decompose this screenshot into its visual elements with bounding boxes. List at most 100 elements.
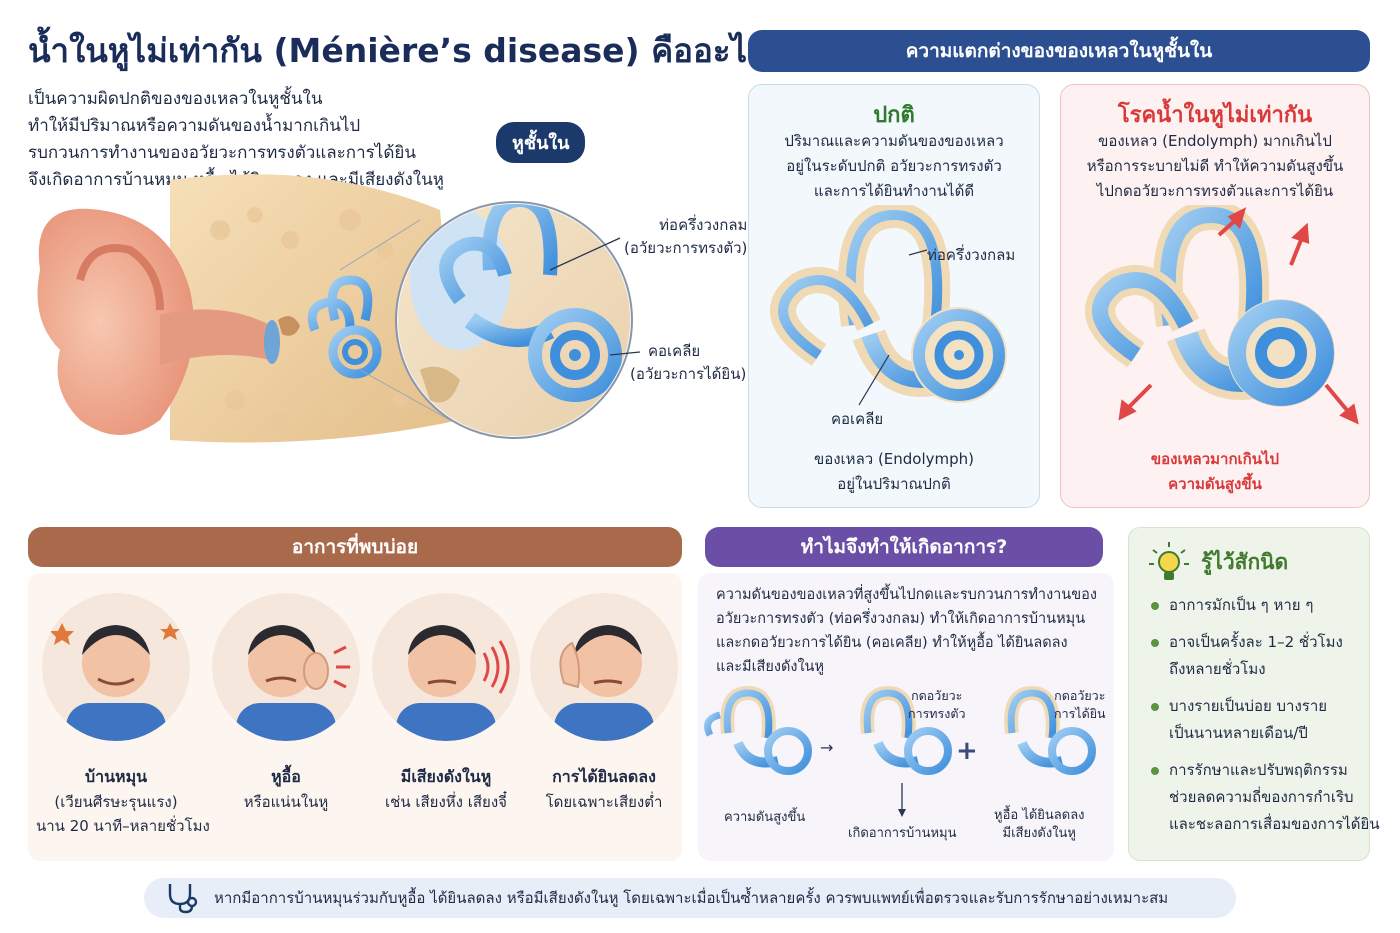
normal-description: ปริมาณและความดันของของเหลว อยู่ในระดับปก… bbox=[749, 129, 1039, 204]
symptom-detail: (เวียนศีรษะรุนแรง) bbox=[54, 793, 178, 811]
press-balance-line: การทรงตัว bbox=[908, 706, 966, 721]
disease-desc-line: ของเหลว (Endolymph) มากเกินไป bbox=[1098, 132, 1332, 150]
press-balance-label: กดอวัยวะ การทรงตัว bbox=[908, 687, 966, 723]
semicircular-callout: ท่อครึ่งวงกลม (อวัยวะการทรงตัว) bbox=[624, 214, 748, 260]
symptom-tinnitus: มีเสียงดังในหู เช่น เสียงหึ่ง เสียงจี๋ bbox=[366, 583, 526, 814]
disease-desc-line: ไปกดอวัยวะการทรงตัวและการได้ยิน bbox=[1096, 182, 1334, 200]
cochlea-label: คอเคลีย bbox=[648, 342, 701, 360]
normal-panel: ปกติ ปริมาณและความดันของของเหลว อยู่ในระ… bbox=[748, 84, 1040, 508]
cochlea-sub-label: (อวัยวะการได้ยิน) bbox=[630, 365, 747, 383]
semicircular-sub-label: (อวัยวะการทรงตัว) bbox=[624, 239, 748, 257]
symptom-detail: เช่น เสียงหึ่ง เสียงจี๋ bbox=[385, 793, 507, 811]
normal-cochlea-label: คอเคลีย bbox=[831, 410, 884, 428]
hearing-result-line: หูอื้อ ได้ยินลดลง bbox=[994, 808, 1085, 823]
why-explanation: ความดันของของเหลวที่สูงขึ้นไปกดและรบกวนก… bbox=[716, 583, 1097, 679]
normal-desc-line: อยู่ในระดับปกติ อวัยวะการทรงตัว bbox=[786, 157, 1002, 175]
normal-desc-line: ปริมาณและความดันของของเหลว bbox=[784, 132, 1004, 150]
why-line: ความดันของของเหลวที่สูงขึ้นไปกดและรบกวนก… bbox=[716, 587, 1097, 603]
svg-text:+: + bbox=[956, 736, 978, 766]
intro-line: ทำให้มีปริมาณหรือความดันของน้ำมากเกินไป bbox=[28, 116, 361, 136]
list-item-line: การรักษาและปรับพฤติกรรม bbox=[1169, 761, 1348, 779]
disease-desc-line: หรือการระบายไม่ดี ทำให้ความดันสูงขึ้น bbox=[1086, 157, 1344, 175]
disease-description: ของเหลว (Endolymph) มากเกินไป หรือการระบ… bbox=[1061, 129, 1369, 204]
normal-bottom-line: อยู่ในปริมาณปกติ bbox=[837, 475, 951, 493]
did-you-know-panel: รู้ไว้สักนิด อาการมักเป็น ๆ หาย ๆ อาจเป็… bbox=[1128, 527, 1380, 861]
did-you-know-title: รู้ไว้สักนิด bbox=[1201, 550, 1289, 574]
disease-bottom-line: ความดันสูงขึ้น bbox=[1168, 475, 1262, 493]
list-item-line: และชะลอการเสื่อมของการได้ยิน bbox=[1169, 815, 1380, 833]
press-balance-line: กดอวัยวะ bbox=[911, 688, 963, 703]
symptom-hearing-loss: การได้ยินลดลง โดยเฉพาะเสียงต่ำ bbox=[524, 583, 684, 814]
ear-canal-shape bbox=[160, 309, 270, 365]
list-item-line: อาจเป็นครั้งละ 1–2 ชั่วโมง bbox=[1169, 633, 1343, 651]
hearing-result-line: มีเสียงดังในหู bbox=[1002, 826, 1077, 841]
symptom-vertigo: บ้านหมุน (เวียนศีรษะรุนแรง) นาน 20 นาที–… bbox=[36, 583, 210, 838]
did-you-know-list: อาการมักเป็น ๆ หาย ๆ อาจเป็นครั้งละ 1–2 … bbox=[1151, 592, 1380, 848]
normal-bottom-text: ของเหลว (Endolymph) อยู่ในปริมาณปกติ bbox=[749, 447, 1039, 497]
pressure-inner-ear-shape bbox=[704, 685, 812, 775]
intro-line: เป็นความผิดปกติของของเหลวในหูชั้นใน bbox=[28, 89, 323, 109]
vertigo-illustration bbox=[42, 593, 190, 741]
press-hearing-label: กดอวัยวะ การได้ยิน bbox=[1054, 687, 1106, 723]
symptoms-header: อาการที่พบบ่อย bbox=[28, 527, 682, 567]
small-inner-ear-shape bbox=[307, 275, 382, 379]
symptom-detail: โดยเฉพาะเสียงต่ำ bbox=[545, 793, 663, 811]
disease-bottom-line: ของเหลวมากเกินไป bbox=[1150, 450, 1280, 468]
list-item-line: บางรายเป็นบ่อย บางราย bbox=[1169, 697, 1328, 715]
disease-bottom-text: ของเหลวมากเกินไป ความดันสูงขึ้น bbox=[1061, 447, 1369, 497]
why-line: อวัยวะการทรงตัว (ท่อครึ่งวงกลม) ทำให้เกิ… bbox=[716, 611, 1086, 627]
disease-inner-ear-illustration bbox=[1085, 205, 1359, 425]
list-item-line: เป็นนานหลายเดือน/ปี bbox=[1169, 724, 1308, 742]
hearing-inner-ear-shape bbox=[1004, 685, 1096, 775]
hearing-result-label: หูอื้อ ได้ยินลดลง มีเสียงดังในหู bbox=[994, 807, 1085, 843]
symptom-detail: หรือแน่นในหู bbox=[243, 793, 329, 811]
normal-desc-line: และการได้ยินทำงานได้ดี bbox=[813, 182, 975, 200]
press-hearing-line: กดอวัยวะ bbox=[1054, 688, 1106, 703]
outer-ear-shape bbox=[37, 208, 194, 435]
list-item: การรักษาและปรับพฤติกรรม ช่วยลดความถี่ของ… bbox=[1151, 757, 1380, 838]
svg-text:→: → bbox=[820, 738, 833, 757]
vertigo-result-label: เกิดอาการบ้านหมุน bbox=[848, 826, 957, 841]
list-item-line: ถึงหลายชั่วโมง bbox=[1169, 660, 1266, 678]
disease-title: โรคน้ำในหูไม่เท่ากัน bbox=[1117, 103, 1313, 128]
list-item-line: อาการมักเป็น ๆ หาย ๆ bbox=[1169, 596, 1314, 614]
sound-wave-icon bbox=[482, 640, 510, 694]
normal-title: ปกติ bbox=[873, 103, 915, 128]
pressure-arrows bbox=[1118, 207, 1359, 425]
list-item: อาจเป็นครั้งละ 1–2 ชั่วโมง ถึงหลายชั่วโม… bbox=[1151, 629, 1380, 683]
symptom-name: บ้านหมุน bbox=[84, 767, 148, 786]
stethoscope-icon bbox=[168, 884, 198, 914]
why-line: และกดอวัยวะการได้ยิน (คอเคลีย) ทำให้หูอื… bbox=[716, 635, 1068, 651]
list-item: บางรายเป็นบ่อย บางราย เป็นนานหลายเดือน/ป… bbox=[1151, 693, 1380, 747]
page-title: น้ำในหูไม่เท่ากัน (Ménière’s disease) คื… bbox=[28, 31, 784, 70]
dizzy-star-icon bbox=[50, 623, 180, 645]
ear-anatomy-illustration bbox=[37, 174, 641, 443]
balance-inner-ear-shape bbox=[860, 685, 952, 775]
why-header: ทำไมจึงทำให้เกิดอาการ? bbox=[705, 527, 1103, 567]
list-item-line: ช่วยลดความถี่ของการกำเริบ bbox=[1169, 788, 1354, 806]
tinnitus-illustration bbox=[372, 593, 520, 741]
symptoms-panel: บ้านหมุน (เวียนศีรษะรุนแรง) นาน 20 นาที–… bbox=[28, 573, 682, 861]
list-item: อาการมักเป็น ๆ หาย ๆ bbox=[1151, 592, 1380, 619]
symptom-detail: นาน 20 นาที–หลายชั่วโมง bbox=[36, 817, 210, 835]
inner-ear-label: หูชั้นใน bbox=[496, 122, 586, 163]
why-panel: ความดันของของเหลวที่สูงขึ้นไปกดและรบกวนก… bbox=[698, 573, 1114, 861]
footer-text: หากมีอาการบ้านหมุนร่วมกับหูอื้อ ได้ยินลด… bbox=[214, 889, 1169, 907]
normal-semicircular-label: ท่อครึ่งวงกลม bbox=[927, 246, 1016, 264]
press-hearing-line: การได้ยิน bbox=[1054, 706, 1106, 721]
disease-panel: โรคน้ำในหูไม่เท่ากัน ของเหลว (Endolymph)… bbox=[1060, 84, 1370, 508]
eardrum-shape bbox=[264, 320, 280, 364]
lightbulb-icon bbox=[1149, 542, 1189, 580]
ear-fullness-illustration bbox=[212, 593, 360, 741]
why-line: และมีเสียงดังในหู bbox=[716, 659, 825, 675]
cochlea-callout: คอเคลีย (อวัยวะการได้ยิน) bbox=[630, 340, 746, 386]
normal-inner-ear-illustration bbox=[770, 205, 1007, 406]
symptom-name: มีเสียงดังในหู bbox=[400, 767, 492, 786]
symptom-ear-fullness: หูอื้อ หรือแน่นในหู bbox=[206, 583, 366, 814]
normal-bottom-line: ของเหลว (Endolymph) bbox=[813, 450, 975, 468]
why-flow-diagram: → + bbox=[704, 685, 1096, 817]
intro-line: รบกวนการทำงานของอวัยวะการทรงตัวและการได้… bbox=[28, 143, 416, 163]
symptom-name: หูอื้อ bbox=[271, 767, 301, 786]
pain-burst-icon bbox=[333, 645, 350, 689]
semicircular-label: ท่อครึ่งวงกลม bbox=[659, 216, 748, 234]
